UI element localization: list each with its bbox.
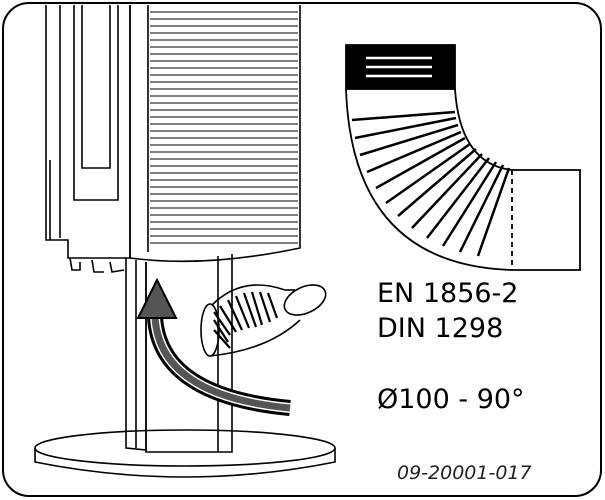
curved-flow-arrow-icon bbox=[136, 277, 291, 416]
stove-column bbox=[125, 254, 233, 453]
stove-icon bbox=[45, 5, 301, 273]
flue-elbow-icon bbox=[200, 284, 327, 357]
standard-din-label: DIN 1298 bbox=[377, 313, 504, 344]
elbow-detail-icon bbox=[345, 44, 581, 271]
diameter-angle-label: Ø100 - 90° bbox=[377, 384, 525, 415]
drawing-code-label: 09-20001-017 bbox=[397, 462, 532, 484]
standard-en-label: EN 1856-2 bbox=[377, 278, 519, 309]
stove-pedestal bbox=[34, 429, 336, 478]
